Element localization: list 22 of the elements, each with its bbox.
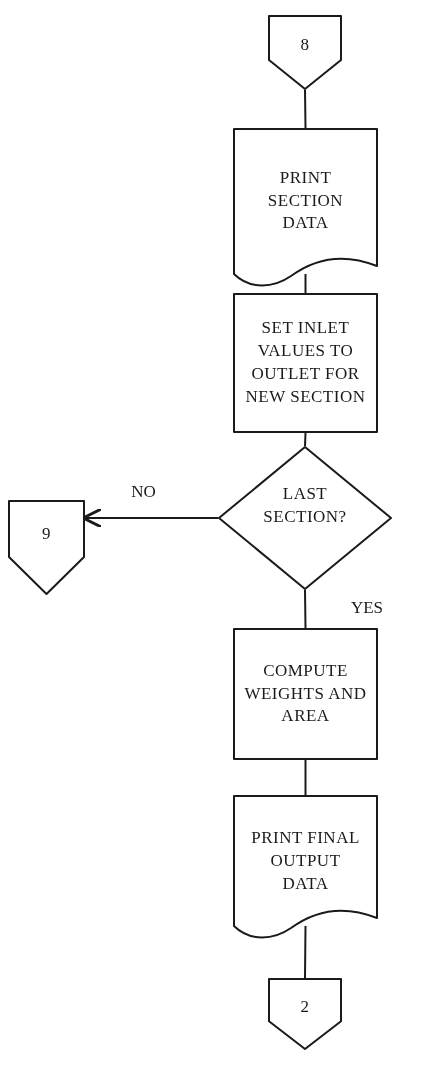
connector-line — [304, 89, 307, 129]
process-box — [233, 628, 378, 760]
connector-line — [304, 273, 307, 294]
node-text: COMPUTE WEIGHTS AND AREA — [243, 659, 368, 728]
node-text: LAST SECTION? — [262, 483, 348, 528]
connector-line — [304, 759, 307, 796]
decision-diamond — [218, 446, 392, 590]
off-page-connector — [268, 15, 342, 90]
node-text: 8 — [300, 34, 310, 57]
off-page-connector — [8, 500, 85, 595]
connector-line — [304, 432, 307, 447]
node-text: 2 — [300, 995, 310, 1018]
document-shape — [233, 128, 378, 288]
connector-line — [304, 925, 307, 979]
process-box — [233, 293, 378, 433]
node-text: SET INLET VALUES TO OUTLET FOR NEW SECTION — [244, 317, 367, 408]
node-text: 9 — [42, 523, 51, 546]
node-text: PRINT SECTION DATA — [266, 166, 345, 235]
connector-line — [304, 589, 307, 629]
document-shape — [233, 795, 378, 940]
node-text: PRINT FINAL OUTPUT DATA — [250, 827, 361, 895]
off-page-connector — [268, 978, 342, 1050]
